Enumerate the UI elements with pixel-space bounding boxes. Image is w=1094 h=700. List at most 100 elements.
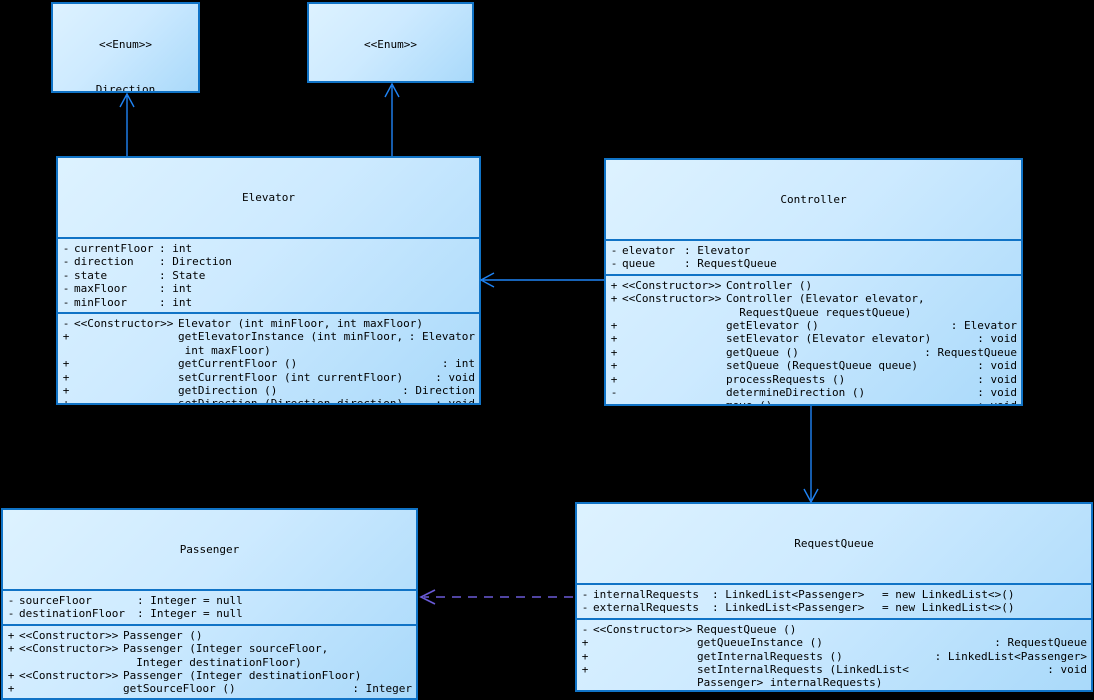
- visibility-marker: -: [610, 244, 618, 257]
- visibility-marker: +: [62, 384, 70, 398]
- class-box-requestqueue[interactable]: RequestQueue - internalRequests : Linked…: [575, 502, 1093, 692]
- visibility-marker: -: [62, 255, 70, 269]
- visibility-marker: +: [62, 330, 70, 344]
- attribute-name: maxFloor: [74, 282, 127, 296]
- method-row: +setInternalRequests (LinkedList<: void: [577, 663, 1091, 676]
- method-signature: getDirection (): [178, 384, 278, 398]
- method-signature: processRequests (): [726, 372, 846, 386]
- method-signature: Passenger (Integer sourceFloor,: [123, 642, 329, 656]
- attribute-name: direction: [74, 255, 134, 269]
- attribute-type: : int: [159, 242, 193, 255]
- method-return-type: : void: [977, 359, 1017, 373]
- attribute-name: internalRequests: [593, 588, 699, 601]
- class-name: Direction: [95, 83, 156, 93]
- visibility-marker: +: [581, 636, 589, 650]
- visibility-marker: +: [610, 319, 618, 333]
- method-return-type: : Direction: [402, 384, 475, 398]
- method-row: + getDirection () : Direction: [58, 384, 479, 397]
- visibility-marker: +: [581, 649, 589, 663]
- method-return-type: : Elevator: [950, 319, 1017, 333]
- method-return-type: : void: [977, 372, 1017, 386]
- visibility-marker: -: [62, 317, 70, 331]
- method-signature: Elevator (int minFloor, int maxFloor): [178, 317, 424, 331]
- method-signature: determineDirection (): [726, 386, 866, 400]
- visibility-marker: -: [610, 386, 618, 400]
- method-row-continuation: int maxFloor): [58, 344, 479, 357]
- method-row: +setDirection (Direction direction): voi…: [58, 397, 479, 405]
- method-return-type: : RequestQueue: [994, 636, 1087, 650]
- attribute-row: - queue : RequestQueue: [606, 257, 1021, 270]
- class-box-state[interactable]: <<Enum>> State + MOVING : EnumConstant +…: [307, 2, 474, 83]
- attribute-row: - direction : Direction: [58, 255, 479, 268]
- method-row-continuation: Integer destinationFloor): [3, 656, 416, 669]
- method-stereotype: <<Constructor>>: [19, 642, 119, 656]
- method-signature: getQueueInstance (): [697, 636, 823, 650]
- method-signature: setElevator (Elevator elevator): [726, 332, 932, 346]
- attribute-row: - internalRequests : LinkedList<Passenge…: [577, 588, 1091, 601]
- methods-section-elevator: -<<Constructor>>Elevator (int minFloor, …: [58, 314, 479, 405]
- method-row: + <<Constructor>> Passenger (): [3, 629, 416, 642]
- class-box-controller[interactable]: Controller - elevator : Elevator - queue…: [604, 158, 1023, 406]
- stereotype-enum: <<Enum>>: [99, 38, 152, 51]
- method-stereotype: <<Constructor>>: [622, 292, 722, 306]
- class-name: RequestQueue: [794, 537, 874, 550]
- method-row-continuation: RequestQueue requestQueue): [606, 306, 1021, 319]
- visibility-marker: -: [610, 399, 618, 406]
- method-row: -<<Constructor>> RequestQueue (): [577, 623, 1091, 636]
- attribute-default: = new LinkedList<>(): [882, 588, 1015, 601]
- class-box-elevator[interactable]: Elevator - currentFloor : int - directio…: [56, 156, 481, 405]
- method-signature: move (): [726, 399, 773, 406]
- method-stereotype: <<Constructor>>: [622, 278, 722, 292]
- method-signature: Passenger (): [123, 628, 203, 642]
- method-signature: setQueue (RequestQueue queue): [726, 359, 919, 373]
- method-row: +setCurrentFloor (int currentFloor): voi…: [58, 371, 479, 384]
- method-signature: getCurrentFloor (): [178, 357, 298, 371]
- attribute-type: : LinkedList<Passenger>: [712, 588, 865, 601]
- method-row: +setQueue (RequestQueue queue): void: [606, 359, 1021, 372]
- method-row: -move (): void: [606, 399, 1021, 406]
- visibility-marker: -: [581, 588, 589, 601]
- method-return-type: : Elevator: [408, 330, 475, 344]
- attribute-name: elevator: [622, 244, 675, 257]
- method-row: +setSourceFloor (Integer sourceFloor): v…: [3, 696, 416, 698]
- method-return-type: : void: [435, 397, 475, 405]
- attribute-default: = new LinkedList<>(): [882, 601, 1015, 615]
- visibility-marker: -: [62, 282, 70, 296]
- visibility-marker: -: [581, 622, 589, 636]
- method-row: +getQueue (): RequestQueue: [606, 346, 1021, 359]
- visibility-marker: +: [7, 642, 15, 656]
- attribute-type: : Integer: [137, 607, 197, 621]
- attribute-name: sourceFloor: [19, 594, 92, 607]
- method-signature: getQueue (): [726, 345, 799, 359]
- method-signature: RequestQueue (): [697, 622, 797, 636]
- method-signature: Controller (): [726, 278, 813, 292]
- visibility-marker: +: [62, 370, 70, 384]
- method-return-type: : int: [441, 357, 475, 371]
- method-return-type: : void: [372, 696, 416, 698]
- class-name: Elevator: [242, 191, 295, 204]
- method-stereotype: <<Constructor>>: [593, 622, 693, 636]
- attribute-type: : int: [159, 295, 193, 309]
- class-title-state: <<Enum>> State: [309, 4, 472, 81]
- method-stereotype: <<Constructor>>: [19, 669, 119, 683]
- visibility-marker: -: [610, 257, 618, 271]
- method-row: +getExternalRequests (): LinkedList<Pass…: [577, 690, 1091, 691]
- class-box-direction[interactable]: <<Enum>> Direction + UP : EnumConstant +…: [51, 2, 200, 93]
- attribute-row: - sourceFloor : Integer = null: [3, 594, 416, 607]
- method-signature: getElevatorInstance (int minFloor,: [178, 330, 404, 344]
- method-stereotype: <<Constructor>>: [19, 628, 119, 642]
- attribute-type: : Elevator: [684, 244, 751, 257]
- method-return-type: : void: [1047, 663, 1087, 677]
- method-signature: Integer destinationFloor): [123, 655, 302, 669]
- method-signature: RequestQueue requestQueue): [726, 305, 912, 319]
- visibility-marker: +: [610, 332, 618, 346]
- method-row: +<<Constructor>>Controller (Elevator ele…: [606, 292, 1021, 305]
- visibility-marker: +: [610, 372, 618, 386]
- attribute-row: - maxFloor : int: [58, 282, 479, 295]
- method-row: +getCurrentFloor (): int: [58, 357, 479, 370]
- class-name: Passenger: [179, 543, 240, 556]
- method-return-type: : LinkedList<Passenger>: [934, 649, 1087, 663]
- visibility-marker: +: [7, 628, 15, 642]
- class-title-controller: Controller: [606, 160, 1021, 241]
